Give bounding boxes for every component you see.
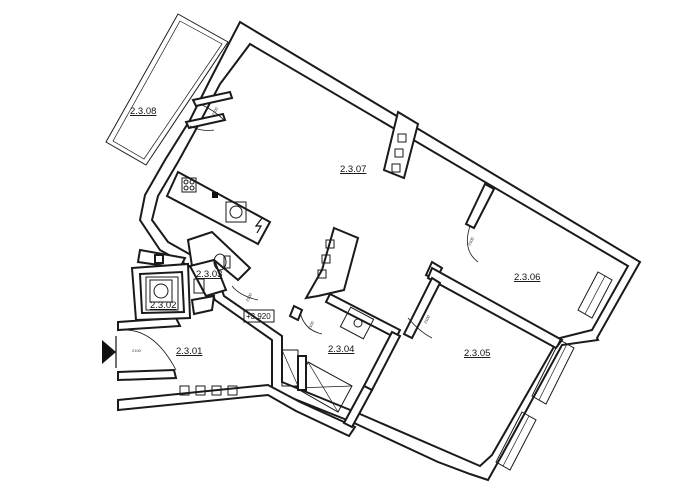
room-label-balcony: 2.3.08: [130, 106, 156, 117]
svg-text:2100: 2100: [210, 106, 219, 117]
room-label-bedroom-2: 2.3.05: [464, 348, 490, 359]
level-mark-text: +3.920: [246, 312, 271, 321]
sink-icon: [225, 201, 247, 223]
balcony: [105, 13, 229, 166]
svg-text:2100: 2100: [466, 236, 475, 247]
wc-door: 2100: [231, 285, 259, 303]
column-marker: [212, 192, 218, 198]
kitchen-wall: [165, 170, 272, 246]
level-mark: +3.920: [243, 309, 275, 323]
room-label-bathroom: 2.3.04: [328, 344, 354, 355]
balcony-door: 2100: [184, 90, 234, 131]
central-pillar: [304, 226, 360, 300]
bathroom-sink-icon: [339, 306, 375, 340]
bathroom-door: 2100: [288, 304, 323, 335]
room-label-hall: 2.3.01: [176, 346, 202, 357]
toilet-icon: [213, 253, 231, 271]
entry-walls: [117, 248, 192, 382]
svg-text:2100: 2100: [132, 348, 142, 353]
utility-room: [145, 254, 179, 311]
washing-machine-icon: [149, 279, 173, 303]
entrance-door: 2100: [124, 329, 177, 371]
upper-pillar: [382, 110, 420, 180]
room-label-living: 2.3.07: [340, 164, 366, 175]
room-label-wc: 2.3.03: [196, 269, 222, 280]
stove-icon: [181, 177, 197, 193]
corridor-boxes: [179, 385, 238, 396]
wc-walls: [186, 230, 252, 316]
electric-panel-icon: [254, 217, 263, 234]
room-label-utility: 2.3.02: [150, 300, 176, 311]
windows-right: [495, 271, 613, 471]
entrance-arrow-icon: [102, 336, 117, 368]
room-label-bedroom-1: 2.3.06: [514, 272, 540, 283]
bathroom-walls: [281, 292, 402, 429]
svg-text:2100: 2100: [422, 314, 431, 325]
svg-text:2100: 2100: [244, 292, 253, 303]
corridor-wall: [117, 383, 357, 438]
svg-text:2100: 2100: [306, 320, 315, 331]
